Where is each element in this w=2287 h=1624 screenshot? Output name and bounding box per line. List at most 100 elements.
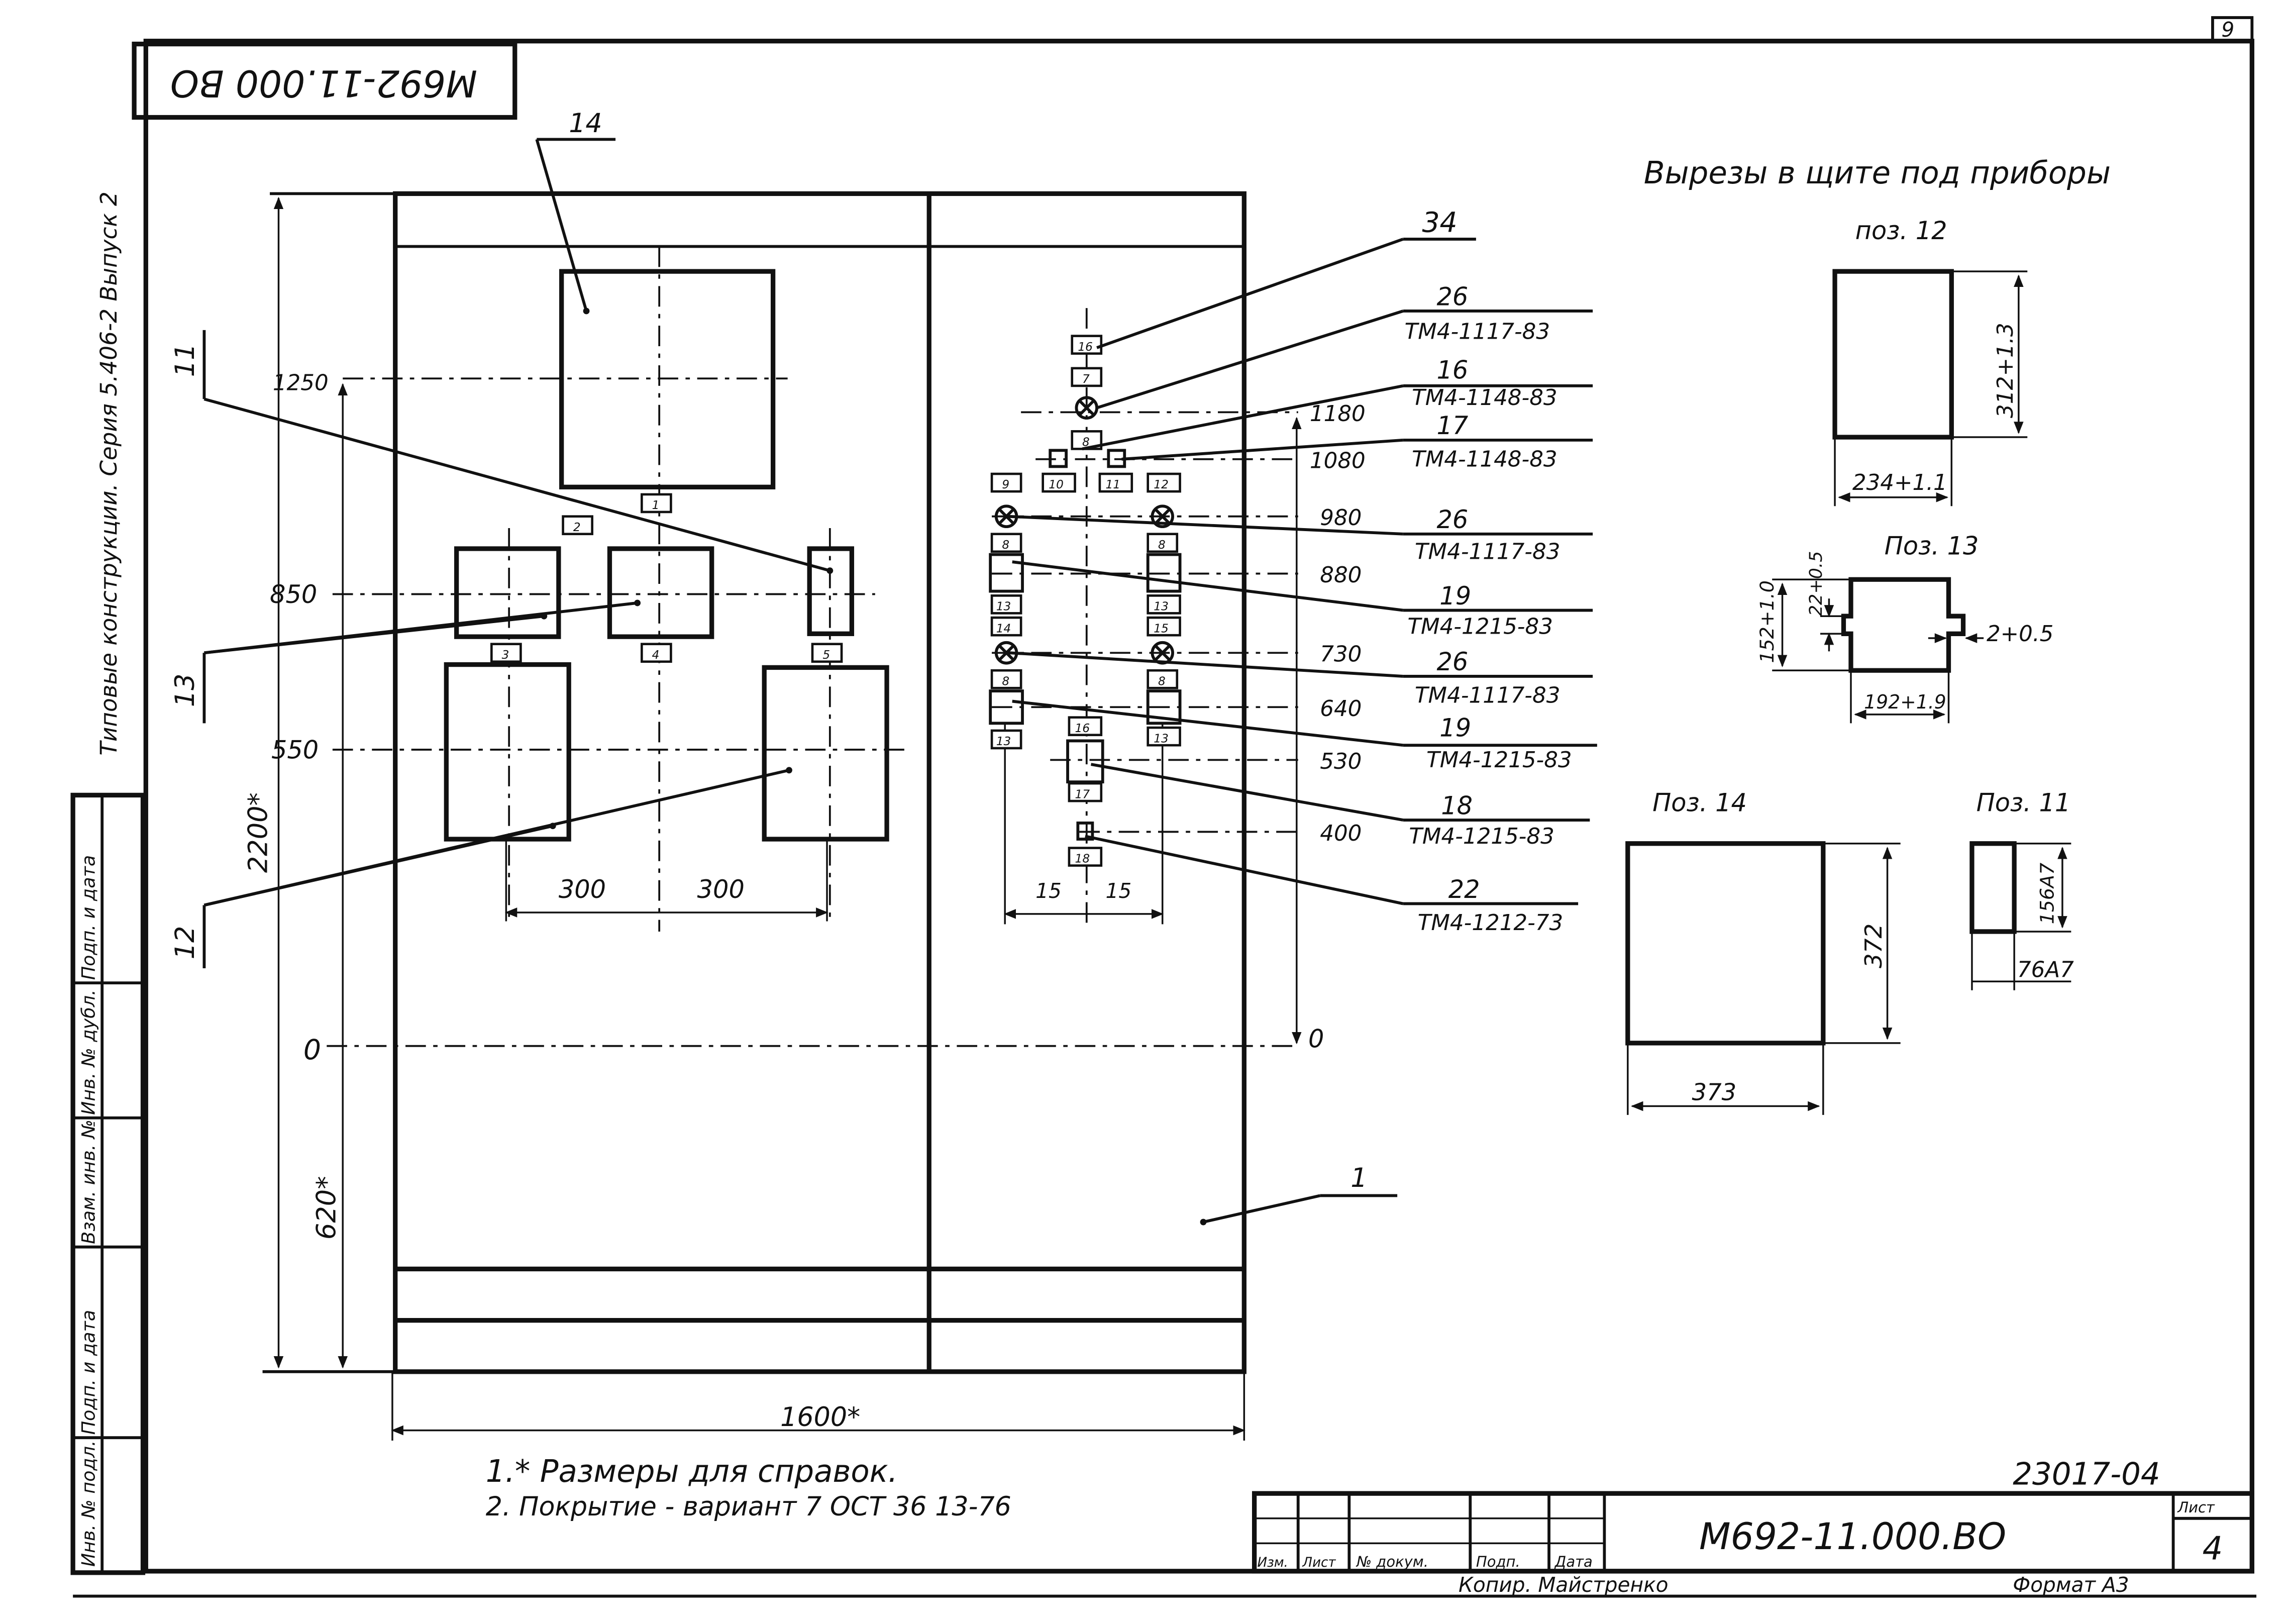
title-block: 23017-04 Изм. Лист № докум. Подп. Дата М… (1252, 1456, 2254, 1597)
registry-number: 23017-04 (2013, 1456, 2160, 1492)
callout-19a-doc: ТМ4-1215-83 (1407, 614, 1552, 639)
hdr-doc: № докум. (1356, 1553, 1428, 1570)
vertical-dimensions (273, 196, 1302, 1441)
p13-h1: 152+1.0 (1756, 580, 1778, 663)
level-980: 980 (1320, 505, 1362, 531)
level-730: 730 (1320, 642, 1362, 667)
p12-width: 234+1.1 (1852, 470, 1947, 495)
callout-19a-pos: 19 (1439, 581, 1471, 611)
cutouts-title: Вырезы в щите под приборы (1644, 155, 2111, 191)
hdr-izm: Изм. (1257, 1555, 1288, 1570)
p13-label: Поз. 13 (1885, 531, 1979, 560)
callout-17-pos: 17 (1437, 411, 1469, 440)
note-2: 2. Покрытие - вариант 7 ОСТ 36 13-76 (486, 1491, 1011, 1522)
callout-26a-doc: ТМ4-1117-83 (1405, 319, 1550, 344)
note-1: 1.* Размеры для справок. (486, 1454, 898, 1489)
tag-4: 4 (652, 648, 660, 662)
leader-12: 12 (170, 926, 200, 960)
tag-8d: 8 (1002, 674, 1009, 688)
callout-26b-doc: ТМ4-1117-83 (1415, 539, 1560, 564)
panel-outline (262, 191, 1246, 1374)
p13-h2: 22+0.5 (1806, 551, 1826, 617)
tag-1: 1 (652, 498, 660, 512)
level-0-right: 0 (1308, 1024, 1324, 1053)
position-tags: 1 2 3 4 5 16 7 8 10 11 9 12 8 8 13 13 14… (490, 335, 1181, 867)
level-1080: 1080 (1310, 448, 1366, 473)
callout-19b-doc: ТМ4-1215-83 (1426, 747, 1572, 773)
dim-300-right: 300 (697, 875, 745, 904)
level-400: 400 (1320, 821, 1362, 846)
p14-label: Поз. 14 (1652, 788, 1747, 817)
copied-by: Копир. Майстренко (1459, 1573, 1668, 1597)
tag-13c: 13 (996, 735, 1011, 748)
series-caption: Типовые конструкции. Серия 5.406-2 Выпус… (95, 191, 122, 755)
hdr-list: Лист (1302, 1555, 1336, 1570)
level-550: 550 (271, 735, 319, 764)
level-530: 530 (1320, 749, 1362, 774)
p14-height: 372 (1860, 924, 1887, 968)
stamp-field-5: Инв. № подл. (78, 1440, 99, 1567)
sheet-label: Лист (2177, 1499, 2215, 1516)
dim-300-left: 300 (559, 875, 606, 904)
tag-13d: 13 (1154, 732, 1169, 745)
tag-8a: 8 (1082, 435, 1090, 449)
leader-14: 14 (569, 108, 602, 139)
stamp-field-3: Взам. инв. № (78, 1120, 99, 1244)
overall-height: 2200* (243, 792, 273, 873)
callout-19b-pos: 19 (1439, 714, 1471, 743)
p12-label: поз. 12 (1855, 216, 1947, 245)
left-stamp: Подп. и дата Инв. № дубл. Взам. инв. № П… (70, 792, 146, 1575)
tag-8e: 8 (1158, 674, 1166, 688)
upside-down-code: М692-11.000 ВО (170, 61, 477, 104)
p13-width: 192+1.9 (1864, 691, 1946, 713)
sheet-number: 4 (2203, 1530, 2223, 1567)
dimension-labels: 1250 850 550 0 2200* 620* 300 300 1600* … (243, 370, 1365, 1433)
dim-15-right: 15 (1106, 879, 1132, 903)
tag-13b: 13 (1154, 599, 1169, 613)
notes: 1.* Размеры для справок. 2. Покрытие - в… (486, 1454, 1011, 1522)
p12-height: 312+1.3 (1993, 323, 2018, 418)
tag-5: 5 (822, 648, 830, 662)
tag-10: 10 (1049, 478, 1064, 491)
tag-14: 14 (996, 622, 1011, 635)
tag-16b: 16 (1075, 722, 1090, 735)
callout-22-pos: 22 (1448, 875, 1480, 904)
level-lines (327, 377, 1298, 1047)
callout-18-pos: 18 (1441, 791, 1473, 820)
tag-13a: 13 (996, 599, 1011, 613)
level-640: 640 (1320, 696, 1362, 722)
callout-26a-pos: 26 (1437, 282, 1469, 311)
title-code: М692-11.000.ВО (1699, 1515, 2006, 1558)
stamp-field-1: Подп. и дата (78, 855, 99, 980)
corner-page-number: 9 (2221, 18, 2234, 42)
sheet-frame: 9 М692-11.000 ВО Типовые конструкции. Се… (73, 16, 2257, 1598)
hdr-date: Дата (1554, 1553, 1593, 1570)
level-1180: 1180 (1310, 401, 1366, 427)
left-leaders: 14 11 13 12 1 (170, 108, 1398, 1226)
paper-format: Формат А3 (2013, 1573, 2129, 1597)
tag-8b: 8 (1002, 538, 1009, 552)
tag-12: 12 (1154, 478, 1169, 491)
dim-15-left: 15 (1035, 879, 1062, 903)
level-0: 0 (303, 1034, 321, 1066)
level-1250: 1250 (273, 370, 329, 396)
p11-height: 156А7 (2036, 863, 2058, 925)
tag-11: 11 (1106, 478, 1121, 491)
leader-11: 11 (170, 343, 200, 377)
callout-16-pos: 16 (1437, 355, 1469, 384)
callout-22-doc: ТМ4-1212-73 (1418, 910, 1563, 936)
level-880: 880 (1320, 562, 1362, 588)
callout-labels: 34 26 ТМ4-1117-83 16 ТМ4-1148-83 17 ТМ4-… (1405, 207, 1572, 936)
tag-17: 17 (1075, 787, 1090, 801)
callout-26b-pos: 26 (1437, 505, 1469, 534)
tag-7: 7 (1082, 372, 1090, 386)
overall-width: 1600* (780, 1402, 860, 1433)
callout-18-doc: ТМ4-1215-83 (1409, 824, 1554, 849)
tag-3: 3 (502, 648, 509, 662)
callout-leaders (1007, 237, 1597, 905)
device-symbols (989, 396, 1182, 841)
callout-26c-doc: ТМ4-1117-83 (1415, 682, 1560, 708)
leader-1: 1 (1350, 1163, 1367, 1193)
tag-18: 18 (1075, 852, 1090, 866)
